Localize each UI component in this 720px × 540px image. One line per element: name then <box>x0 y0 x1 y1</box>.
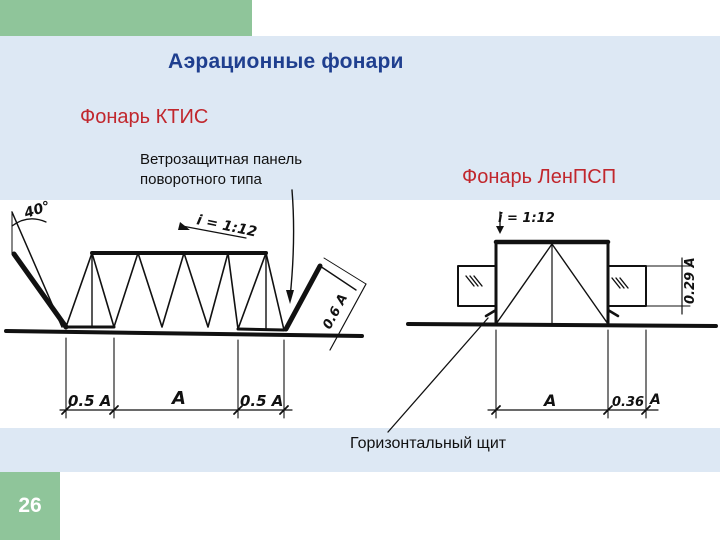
ktis-left-panel-guide <box>11 211 63 328</box>
ktis-label-arrow-head <box>286 290 294 304</box>
section-lenpsp-title: Фонарь ЛенПСП <box>462 166 617 188</box>
ktis-dim-center-label: A <box>170 388 186 409</box>
ktis-panel-dim-line <box>329 283 367 351</box>
top-band <box>0 36 720 200</box>
lenpsp-label-pointer <box>387 317 489 433</box>
bottom-band <box>0 428 720 472</box>
ktis-angle-label: 40° <box>21 198 52 222</box>
ktis-panel-dim-ext <box>323 257 367 285</box>
ktis-slope-label: i = 1:12 <box>195 212 258 240</box>
ktis-left-panel <box>11 251 69 330</box>
lenpsp-dim-center-label: A <box>542 391 556 410</box>
ktis-dim-right-label: 0.5 A <box>240 392 283 410</box>
lenpsp-base-line <box>406 322 718 328</box>
lenpsp-horizontal-shield-left <box>484 308 498 318</box>
wind-panel-label-line2: поворотного типа <box>140 171 262 188</box>
ktis-dim-ticks <box>61 405 289 415</box>
lenpsp-slope-label: i = 1:12 <box>498 211 555 226</box>
ktis-slope-arrow-head <box>178 222 190 230</box>
lenpsp-shield-hatch <box>465 275 629 289</box>
ktis-panel-height-label: 0.6 A <box>320 292 351 332</box>
ktis-truss-web <box>65 252 285 331</box>
ktis-angle-arc <box>11 218 47 227</box>
ktis-dim-left-label: 0.5 A <box>68 392 111 410</box>
ktis-wind-panel-brace <box>319 265 357 291</box>
lenpsp-slope-arrow-head <box>496 226 504 234</box>
ktis-lantern-drawing <box>4 189 367 419</box>
lenpsp-left-shield <box>457 265 497 307</box>
ktis-base-line <box>4 329 364 338</box>
horizontal-shield-label: Горизонтальный щит <box>350 435 507 452</box>
section-ktis-title: Фонарь КТИС <box>80 106 209 128</box>
ktis-bottom-chord-right <box>236 327 286 332</box>
lenpsp-dim-side-unit: A <box>649 392 661 408</box>
page-number: 26 <box>0 472 60 540</box>
lenpsp-lantern-drawing <box>387 211 718 433</box>
page-title: Аэрационные фонари <box>168 50 404 73</box>
wind-panel-label-line1: Ветрозащитная панель <box>140 151 303 168</box>
header-accent-tab <box>0 0 252 36</box>
ktis-slope-arrow <box>181 225 247 239</box>
lenpsp-dim-ticks <box>491 405 651 415</box>
wind-panel-label: Ветрозащитная панель поворотного типа <box>140 150 380 190</box>
ktis-label-arrow <box>289 189 295 299</box>
lenpsp-height-label: 0.29 A <box>683 257 698 304</box>
lenpsp-right-shield <box>607 265 647 307</box>
lenpsp-horizontal-shield-right <box>606 308 620 318</box>
lenpsp-dim-side-label: 0.36 <box>612 395 644 410</box>
ktis-wind-panel <box>283 263 323 332</box>
